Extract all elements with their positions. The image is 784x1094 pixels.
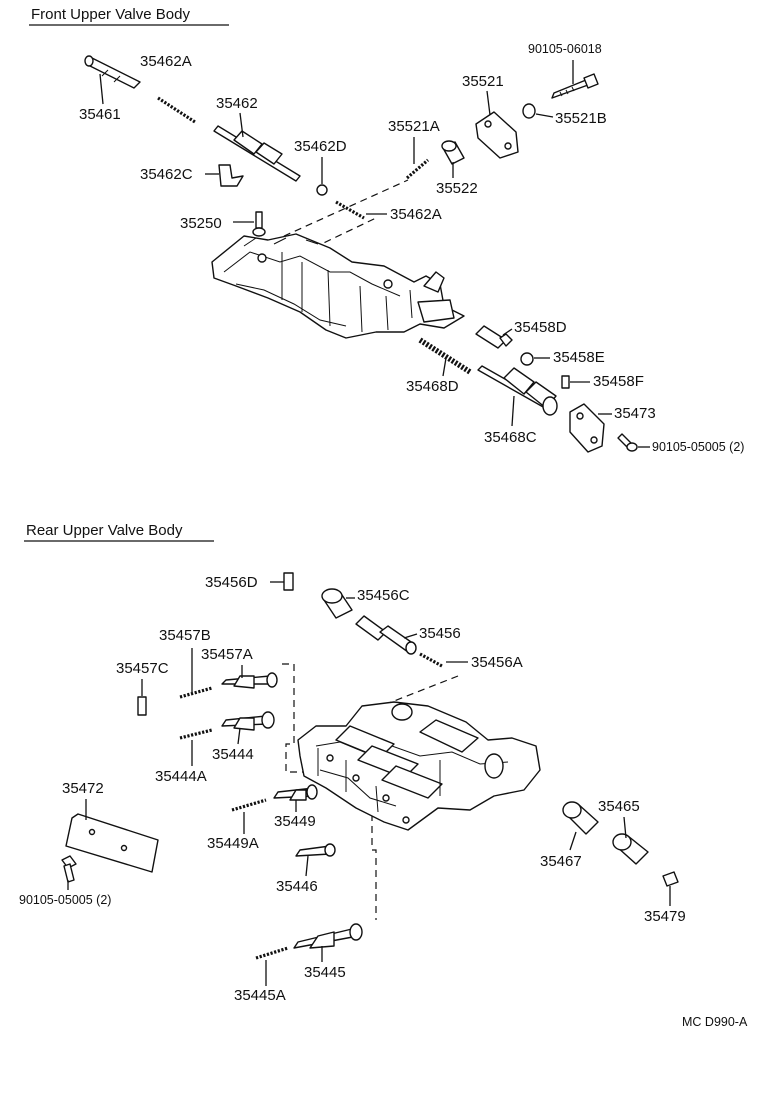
label-90105-06018: 90105-06018 bbox=[528, 42, 602, 56]
front-section-title: Front Upper Valve Body bbox=[31, 6, 190, 23]
label-35479: 35479 bbox=[644, 908, 686, 925]
label-35445: 35445 bbox=[304, 964, 346, 981]
label-35444A: 35444A bbox=[155, 768, 207, 785]
guide-dash-rear-1 bbox=[365, 675, 459, 713]
part-35456C-sleeve bbox=[321, 588, 353, 619]
guide-dash-rear-2 bbox=[282, 663, 314, 773]
label-35457C: 35457C bbox=[116, 660, 169, 677]
label-35462A-mid: 35462A bbox=[390, 206, 442, 223]
label-35444: 35444 bbox=[212, 746, 254, 763]
part-35521-cover bbox=[475, 111, 519, 159]
label-35522: 35522 bbox=[436, 180, 478, 197]
label-35461: 35461 bbox=[79, 106, 121, 123]
label-35472: 35472 bbox=[62, 780, 104, 797]
part-35522-plug bbox=[441, 140, 465, 165]
guide-dash-rear-3 bbox=[371, 790, 377, 920]
part-rear-valve-body bbox=[297, 701, 541, 831]
part-35472-plate bbox=[65, 813, 159, 873]
part-35521A-spring bbox=[405, 158, 430, 180]
label-35457B: 35457B bbox=[159, 627, 211, 644]
part-90105-05005-front-bolt bbox=[617, 433, 638, 452]
label-35462D: 35462D bbox=[294, 138, 347, 155]
label-35458F: 35458F bbox=[593, 373, 644, 390]
label-35521B: 35521B bbox=[555, 110, 607, 127]
part-35457C-pin bbox=[137, 696, 147, 716]
part-35462D-ring bbox=[316, 184, 328, 196]
label-35449: 35449 bbox=[274, 813, 316, 830]
part-front-valve-body bbox=[211, 233, 465, 339]
part-35449A-spring bbox=[231, 798, 267, 812]
label-35467: 35467 bbox=[540, 853, 582, 870]
part-35444-valve bbox=[221, 711, 275, 731]
part-35458D-plug bbox=[475, 325, 513, 349]
label-35462: 35462 bbox=[216, 95, 258, 112]
part-35457A-valve bbox=[221, 672, 278, 689]
part-35462A-spring bbox=[157, 96, 196, 124]
part-35468D-spring bbox=[418, 337, 472, 375]
part-35456A-spring bbox=[419, 652, 443, 668]
label-35446: 35446 bbox=[276, 878, 318, 895]
part-35473-cover bbox=[569, 403, 605, 453]
part-35445-valve bbox=[293, 923, 363, 949]
part-35465-sleeve bbox=[612, 833, 649, 865]
label-35458D: 35458D bbox=[514, 319, 567, 336]
label-90105-05005-rear: 90105-05005 (2) bbox=[19, 893, 111, 907]
label-35521A: 35521A bbox=[388, 118, 440, 135]
label-35456: 35456 bbox=[419, 625, 461, 642]
part-35479-plug bbox=[662, 871, 679, 887]
label-35468C: 35468C bbox=[484, 429, 537, 446]
label-35473: 35473 bbox=[614, 405, 656, 422]
rear-section-title: Rear Upper Valve Body bbox=[26, 522, 183, 539]
label-35456D: 35456D bbox=[205, 574, 258, 591]
label-35468D: 35468D bbox=[406, 378, 459, 395]
part-90105-05005-rear-bolt bbox=[61, 855, 77, 883]
label-35456A: 35456A bbox=[471, 654, 523, 671]
label-35462C: 35462C bbox=[140, 166, 193, 183]
part-35462A-spring-mid bbox=[335, 200, 365, 220]
part-35521B-washer bbox=[522, 103, 536, 119]
label-35458E: 35458E bbox=[553, 349, 605, 366]
part-35446-plug bbox=[295, 843, 336, 857]
label-35250: 35250 bbox=[180, 215, 222, 232]
part-35444A-spring bbox=[179, 728, 213, 740]
part-35250-fitting bbox=[252, 211, 266, 237]
part-35462C-retainer bbox=[218, 164, 244, 187]
label-35445A: 35445A bbox=[234, 987, 286, 1004]
part-35456D-pin bbox=[283, 572, 294, 591]
part-35462-valve bbox=[213, 125, 301, 182]
label-35449A: 35449A bbox=[207, 835, 259, 852]
part-35461-plunger bbox=[84, 55, 141, 89]
part-35467-sleeve bbox=[562, 801, 599, 835]
part-35458E-plug bbox=[520, 352, 534, 366]
label-90105-05005-front: 90105-05005 (2) bbox=[652, 440, 744, 454]
part-35456-valve bbox=[355, 615, 417, 655]
part-35468C-valve bbox=[477, 365, 558, 416]
label-35457A: 35457A bbox=[201, 646, 253, 663]
diagram-code: MC D990-A bbox=[682, 1015, 748, 1029]
label-35462A-top: 35462A bbox=[140, 53, 192, 70]
part-35449-valve bbox=[273, 784, 318, 801]
guide-dash-front-1 bbox=[261, 179, 409, 247]
label-35521: 35521 bbox=[462, 73, 504, 90]
part-90105-06018-bolt bbox=[551, 73, 599, 99]
part-35458F-pin bbox=[561, 375, 570, 389]
part-35457B-spring bbox=[179, 686, 213, 699]
label-35456C: 35456C bbox=[357, 587, 410, 604]
label-35465: 35465 bbox=[598, 798, 640, 815]
part-35445A-spring bbox=[255, 946, 289, 960]
